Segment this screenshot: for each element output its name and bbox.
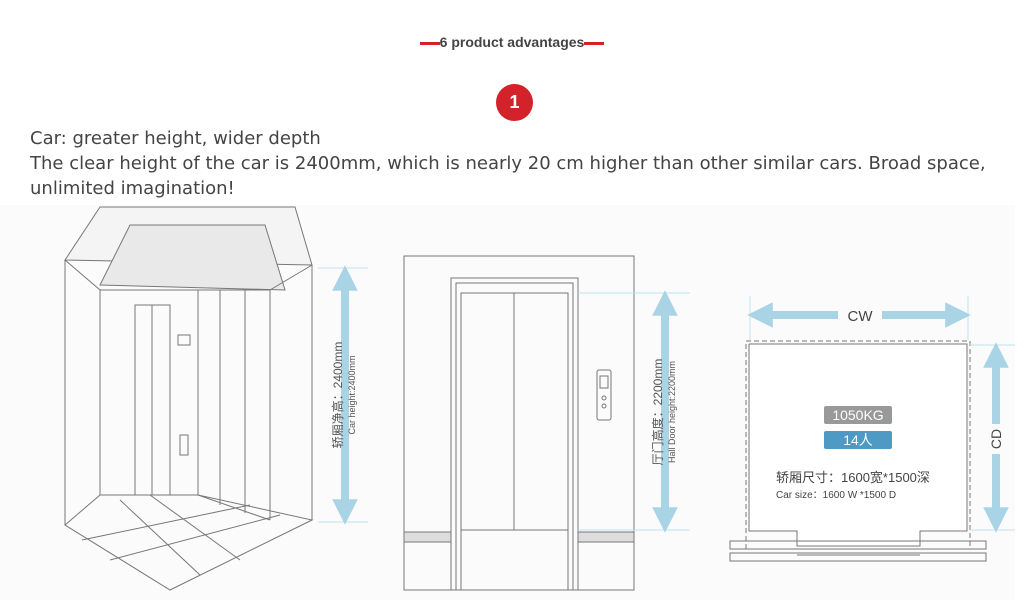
advantage-description-line1: The clear height of the car is 2400mm, w… — [30, 153, 986, 174]
elevator-diagram: 轿厢净高：2400mm Car height:2400mm 厅门高度：2200m… — [0, 205, 1015, 600]
hall-door-cn-label: 厅门高度：2200mm — [650, 359, 665, 466]
header-line-left — [419, 41, 440, 45]
advantage-number-badge: 1 — [496, 84, 533, 121]
hall-door-en-label: Hall Door height:2200mm — [667, 361, 677, 463]
passenger-capacity-label: 14人 — [843, 432, 873, 448]
advantage-title: Car: greater height, wider depth — [30, 128, 321, 149]
advantage-description-line2: unlimited imagination! — [30, 178, 235, 199]
header-line-right — [584, 41, 605, 45]
section-header: 6 product advantages — [0, 34, 1024, 50]
car-height-en-label: Car height:2400mm — [347, 355, 357, 434]
cd-label: CD — [988, 429, 1004, 449]
car-cabin-illustration — [64, 206, 314, 591]
car-plan-illustration — [729, 340, 987, 562]
load-capacity-label: 1050KG — [832, 407, 883, 423]
hall-door-illustration — [403, 255, 635, 591]
section-title: 6 product advantages — [439, 34, 585, 50]
car-height-cn-label: 轿厢净高：2400mm — [330, 342, 345, 449]
car-size-en-label: Car size：1600 W *1500 D — [776, 490, 896, 501]
cw-label: CW — [848, 308, 874, 325]
car-size-cn-label: 轿厢尺寸：1600宽*1500深 — [776, 470, 930, 485]
